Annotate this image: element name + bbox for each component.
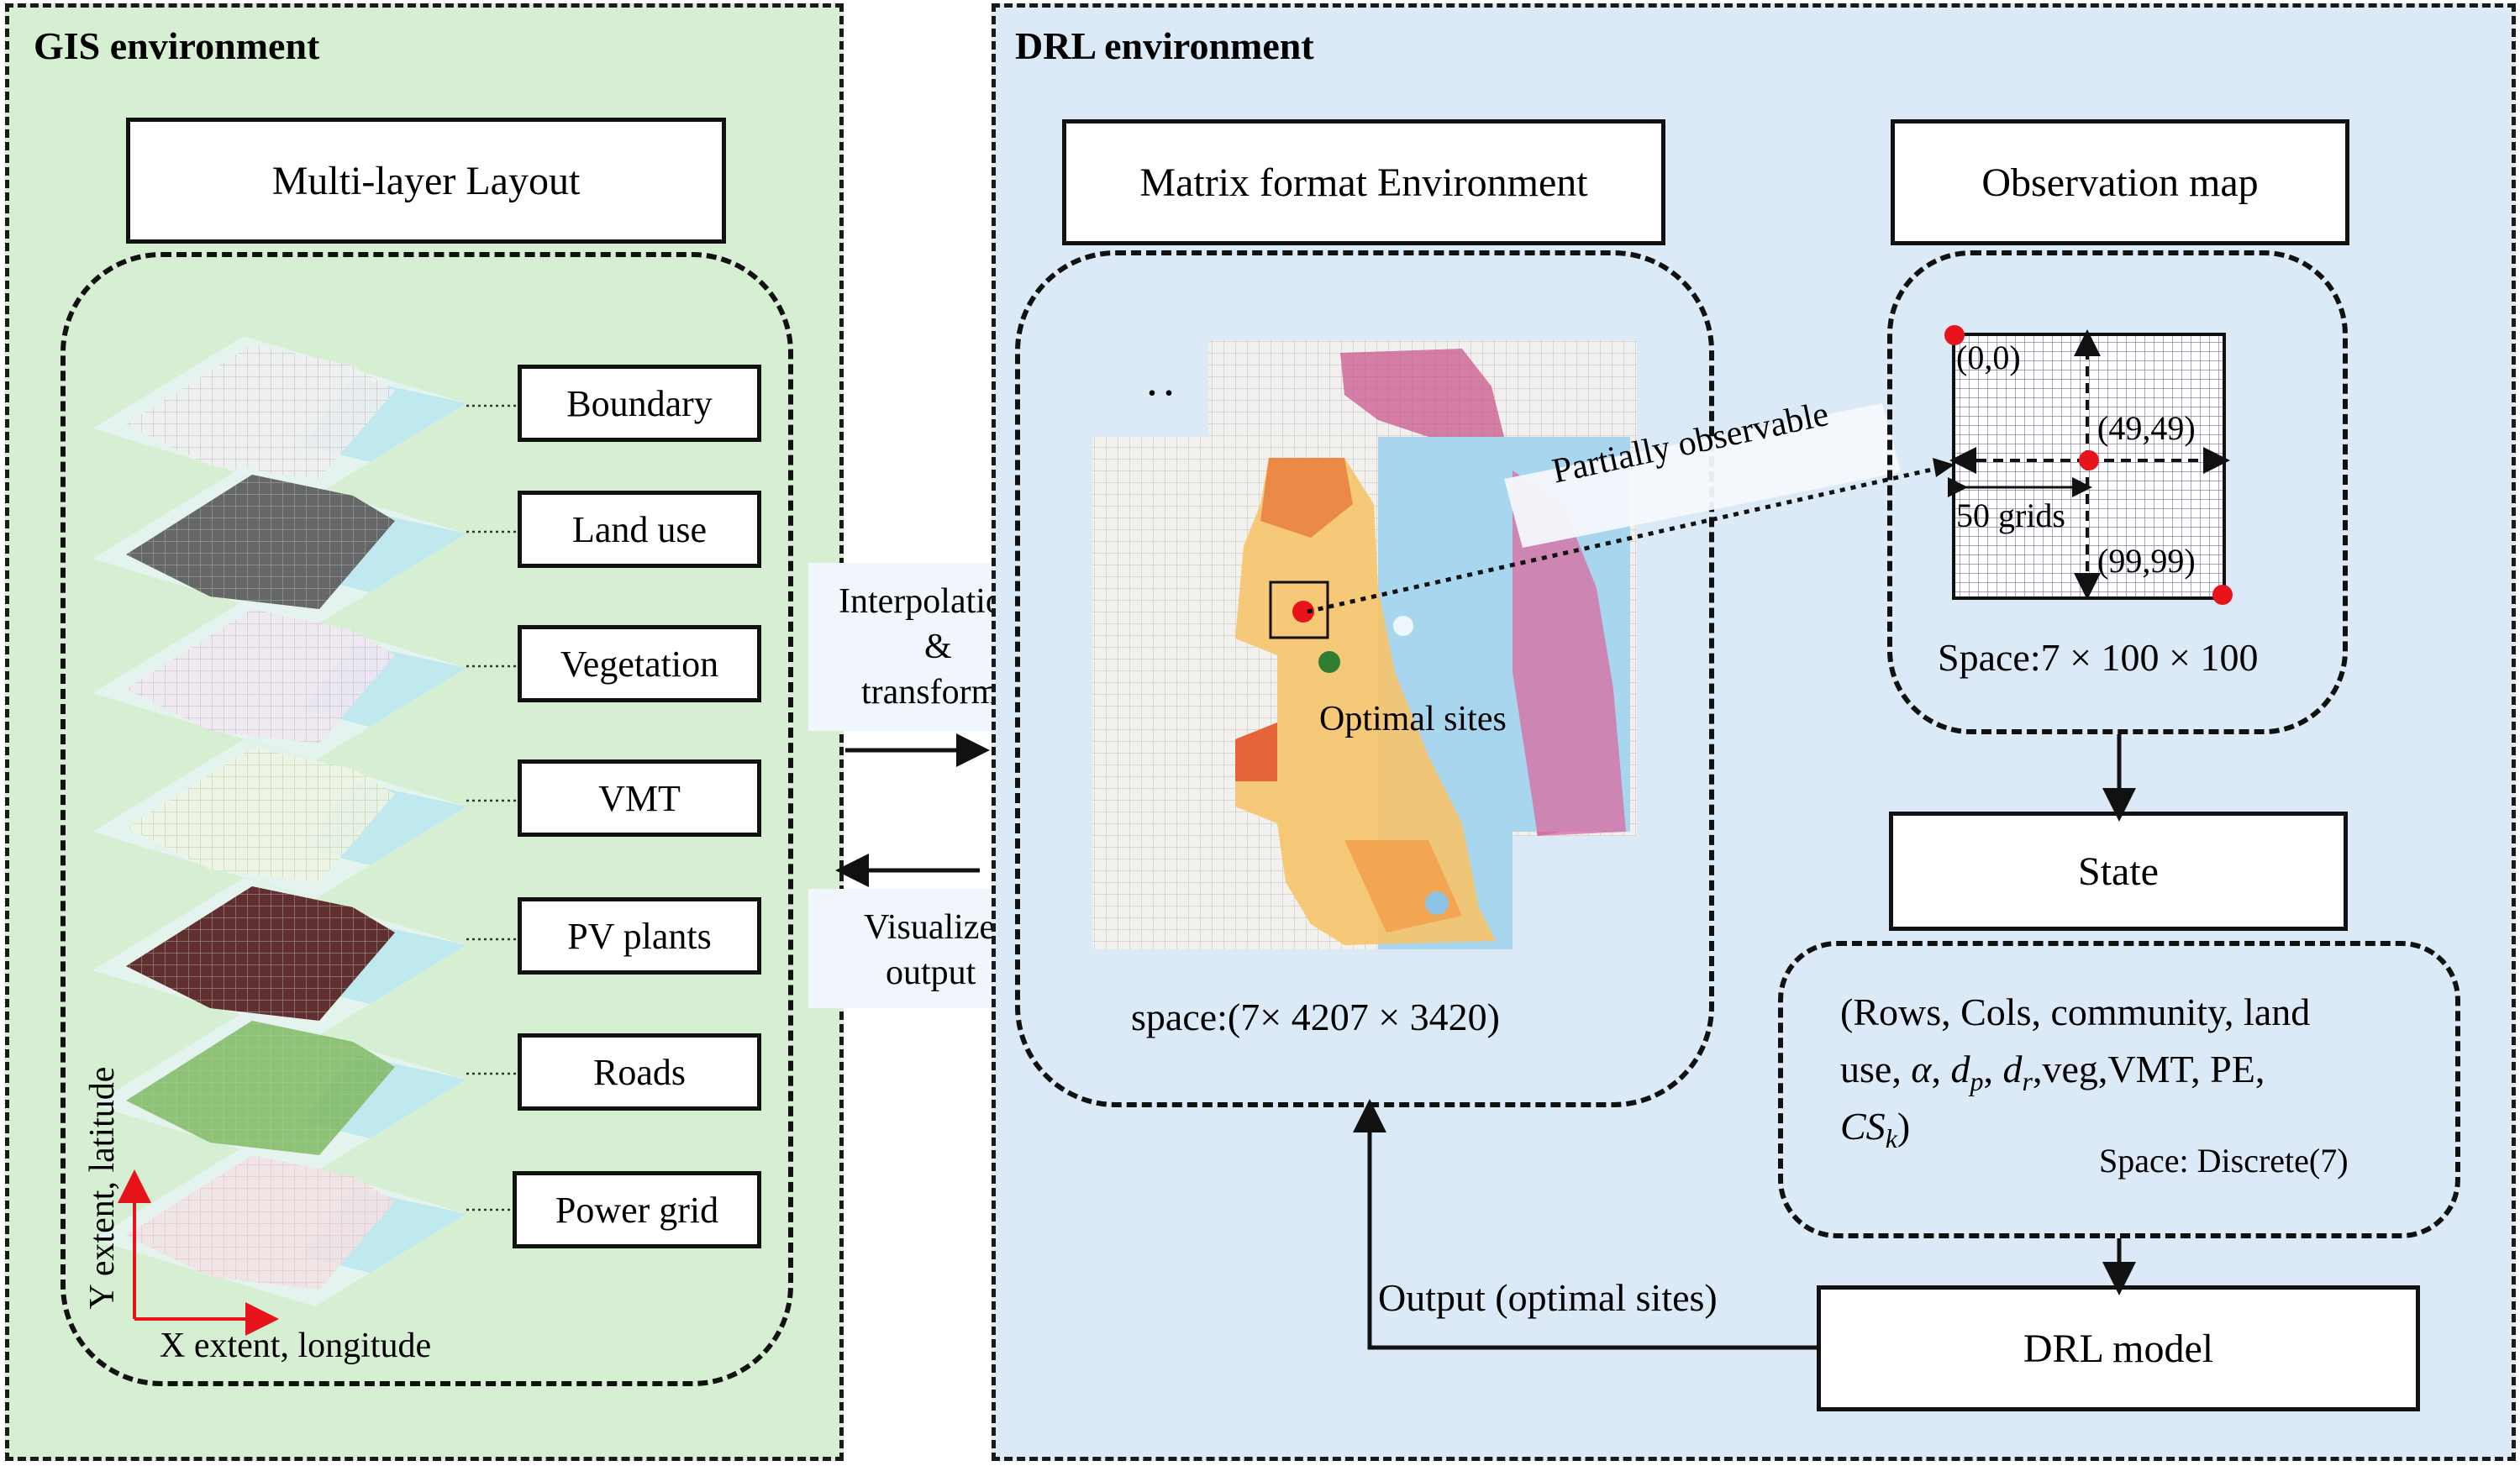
state-cs-sub: k	[1885, 1123, 1897, 1154]
observation-space-label: Space:7 × 100 × 100	[1938, 636, 2259, 679]
drl-panel-title: DRL environment	[1015, 24, 1314, 67]
state-cs: CS	[1840, 1105, 1886, 1148]
observation-map-container	[1887, 250, 2348, 734]
state-sep-2: ,	[1983, 1048, 2003, 1090]
map-layer-pv-plants	[92, 878, 466, 1038]
state-line-3: CSk)	[1840, 1104, 1910, 1154]
x-axis-label: X extent, longitude	[160, 1327, 432, 1365]
state-line-2-pre: use,	[1840, 1048, 1912, 1090]
layer-label-vegetation: Vegetation	[518, 625, 761, 702]
drl-model-box: DRL model	[1817, 1285, 2420, 1411]
matrix-ellipsis: ..	[1146, 354, 1180, 406]
visual-label-line1: Visualize	[864, 908, 996, 947]
coord-center-label: (49,49)	[2097, 409, 2196, 447]
layer-label-vmt: VMT	[518, 759, 761, 837]
map-layer-vegetation	[92, 601, 466, 760]
multi-layer-layout-box: Multi-layer Layout	[126, 118, 726, 244]
map-layer-land-use	[92, 466, 466, 626]
map-layer-roads	[92, 1012, 466, 1172]
observation-map-box: Observation map	[1891, 119, 2349, 245]
layer-label-pv-plants: PV plants	[518, 897, 761, 975]
state-sep-1: ,	[1931, 1048, 1951, 1090]
state-alpha: α	[1911, 1048, 1932, 1090]
state-box: State	[1889, 812, 2348, 931]
visual-label-line2: output	[886, 954, 976, 992]
interp-label-line2: &	[924, 628, 952, 666]
coord-origin-label: (0,0)	[1956, 339, 2021, 376]
gis-panel-title: GIS environment	[34, 24, 320, 67]
layer-label-boundary: Boundary	[518, 365, 761, 442]
interp-label-line1: Interpolation	[839, 582, 1021, 621]
green-site-marker	[1318, 651, 1340, 673]
interp-label-line3: transform	[861, 673, 999, 712]
state-dp: d	[1950, 1048, 1970, 1090]
matrix-space-label: space:(7× 4207 × 3420)	[1131, 996, 1500, 1038]
map-layer-power-grid	[92, 1147, 466, 1306]
state-dr-sub: r	[2022, 1066, 2033, 1097]
state-space-label: Space: Discrete(7)	[2099, 1142, 2349, 1180]
state-line-2-post: ,veg,VMT, PE,	[2032, 1048, 2265, 1090]
optimal-sites-label: Optimal sites	[1319, 700, 1507, 738]
state-close: )	[1897, 1105, 1911, 1148]
grids-label: 50 grids	[1956, 497, 2065, 534]
layer-label-roads: Roads	[518, 1033, 761, 1111]
state-line-2: use, α, dp, dr,veg,VMT, PE,	[1840, 1047, 2265, 1097]
red-site-marker	[1292, 601, 1314, 623]
layer-label-power-grid: Power grid	[513, 1171, 761, 1248]
map-layer-boundary	[92, 336, 466, 496]
state-dr: d	[2002, 1048, 2023, 1090]
state-line-1: (Rows, Cols, community, land	[1840, 990, 2311, 1033]
output-optimal-sites-label: Output (optimal sites)	[1378, 1276, 1718, 1319]
map-layer-vmt	[92, 739, 466, 899]
layer-label-land-use: Land use	[518, 491, 761, 568]
state-description-container	[1778, 941, 2460, 1238]
coord-end-label: (99,99)	[2097, 542, 2196, 580]
state-dp-sub: p	[1970, 1066, 1984, 1097]
matrix-environment-box: Matrix format Environment	[1062, 119, 1665, 245]
layer-stack-container	[61, 252, 793, 1386]
